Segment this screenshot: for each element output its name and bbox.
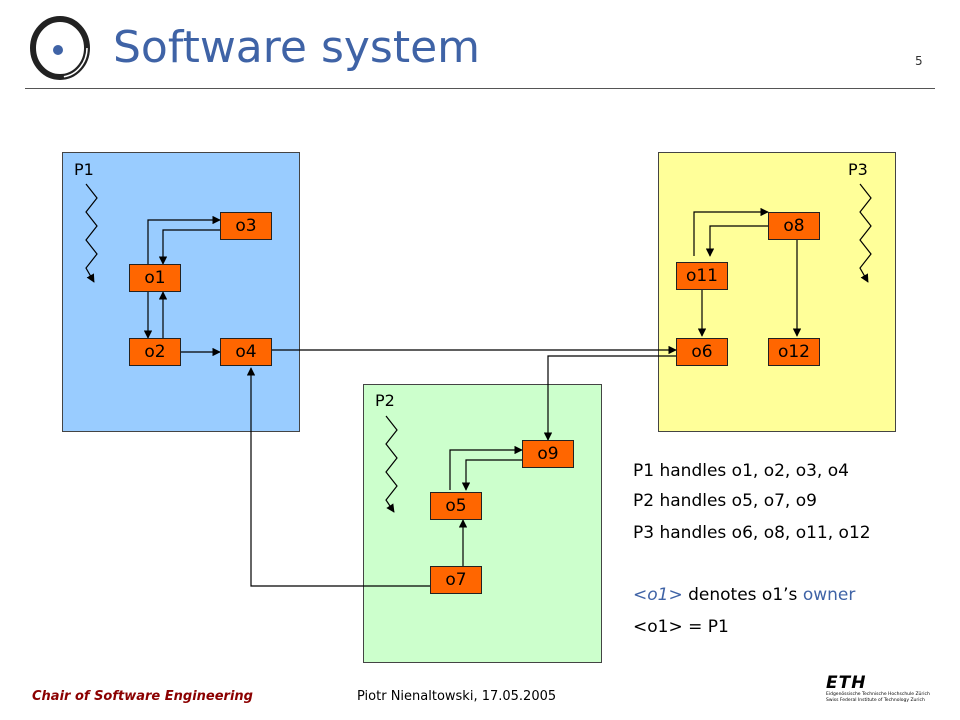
processor-region-p1 <box>62 152 300 432</box>
link-o7-o4 <box>246 367 430 587</box>
page-number: 5 <box>915 54 923 68</box>
note-owner-definition: <o1> denotes o1’s owner <box>633 585 855 605</box>
object-o5: o5 <box>430 492 482 520</box>
object-o1: o1 <box>129 264 181 292</box>
note-p3-handles: P3 handles o6, o8, o11, o12 <box>633 523 871 543</box>
footer-chair: Chair of Software Engineering <box>32 689 253 704</box>
note-p1-handles: P1 handles o1, o2, o3, o4 <box>633 461 849 481</box>
link-o3-o1 <box>158 229 220 265</box>
object-o11: o11 <box>676 262 728 290</box>
object-o3: o3 <box>220 212 272 240</box>
processor-region-p2 <box>363 384 602 663</box>
object-o4: o4 <box>220 338 272 366</box>
footer-author-date: Piotr Nienaltowski, 17.05.2005 <box>357 689 557 704</box>
chair-logo-icon <box>30 16 90 80</box>
object-o6: o6 <box>676 338 728 366</box>
note-p2-handles: P2 handles o5, o7, o9 <box>633 491 817 511</box>
object-o8: o8 <box>768 212 820 240</box>
thread-squiggle-p2 <box>385 415 398 513</box>
eth-logo-text: ETH <box>826 673 867 693</box>
owner-expression: <o1> <box>633 585 683 605</box>
object-o2: o2 <box>129 338 181 366</box>
processor-region-p3 <box>658 152 896 432</box>
processor-label-p3: P3 <box>848 160 868 179</box>
link-o9-o5 <box>461 459 522 491</box>
owner-definition-text: denotes o1’s <box>682 585 803 605</box>
slide-title: Software system <box>113 22 481 73</box>
link-o5-o9 <box>449 445 523 490</box>
link-o1-o3 <box>147 215 221 264</box>
link-o11-o8 <box>693 207 769 256</box>
eth-logo-sub1: Eidgenössische Technische Hochschule Zür… <box>826 692 930 697</box>
link-o6-o9 <box>543 355 676 441</box>
owner-word: owner <box>802 585 856 605</box>
processor-label-p2: P2 <box>375 391 395 410</box>
object-o7: o7 <box>430 566 482 594</box>
header-divider <box>25 88 935 89</box>
eth-logo-sub2: Swiss Federal Institute of Technology Zu… <box>826 698 925 703</box>
eth-logo: ETH Eidgenössische Technische Hochschule… <box>826 674 936 712</box>
link-o8-o11 <box>705 225 768 257</box>
object-o12: o12 <box>768 338 820 366</box>
thread-squiggle-p3 <box>859 183 872 283</box>
processor-label-p1: P1 <box>74 160 94 179</box>
thread-squiggle-p1 <box>85 183 98 283</box>
note-owner-value: <o1> = P1 <box>633 617 729 637</box>
object-o9: o9 <box>522 440 574 468</box>
